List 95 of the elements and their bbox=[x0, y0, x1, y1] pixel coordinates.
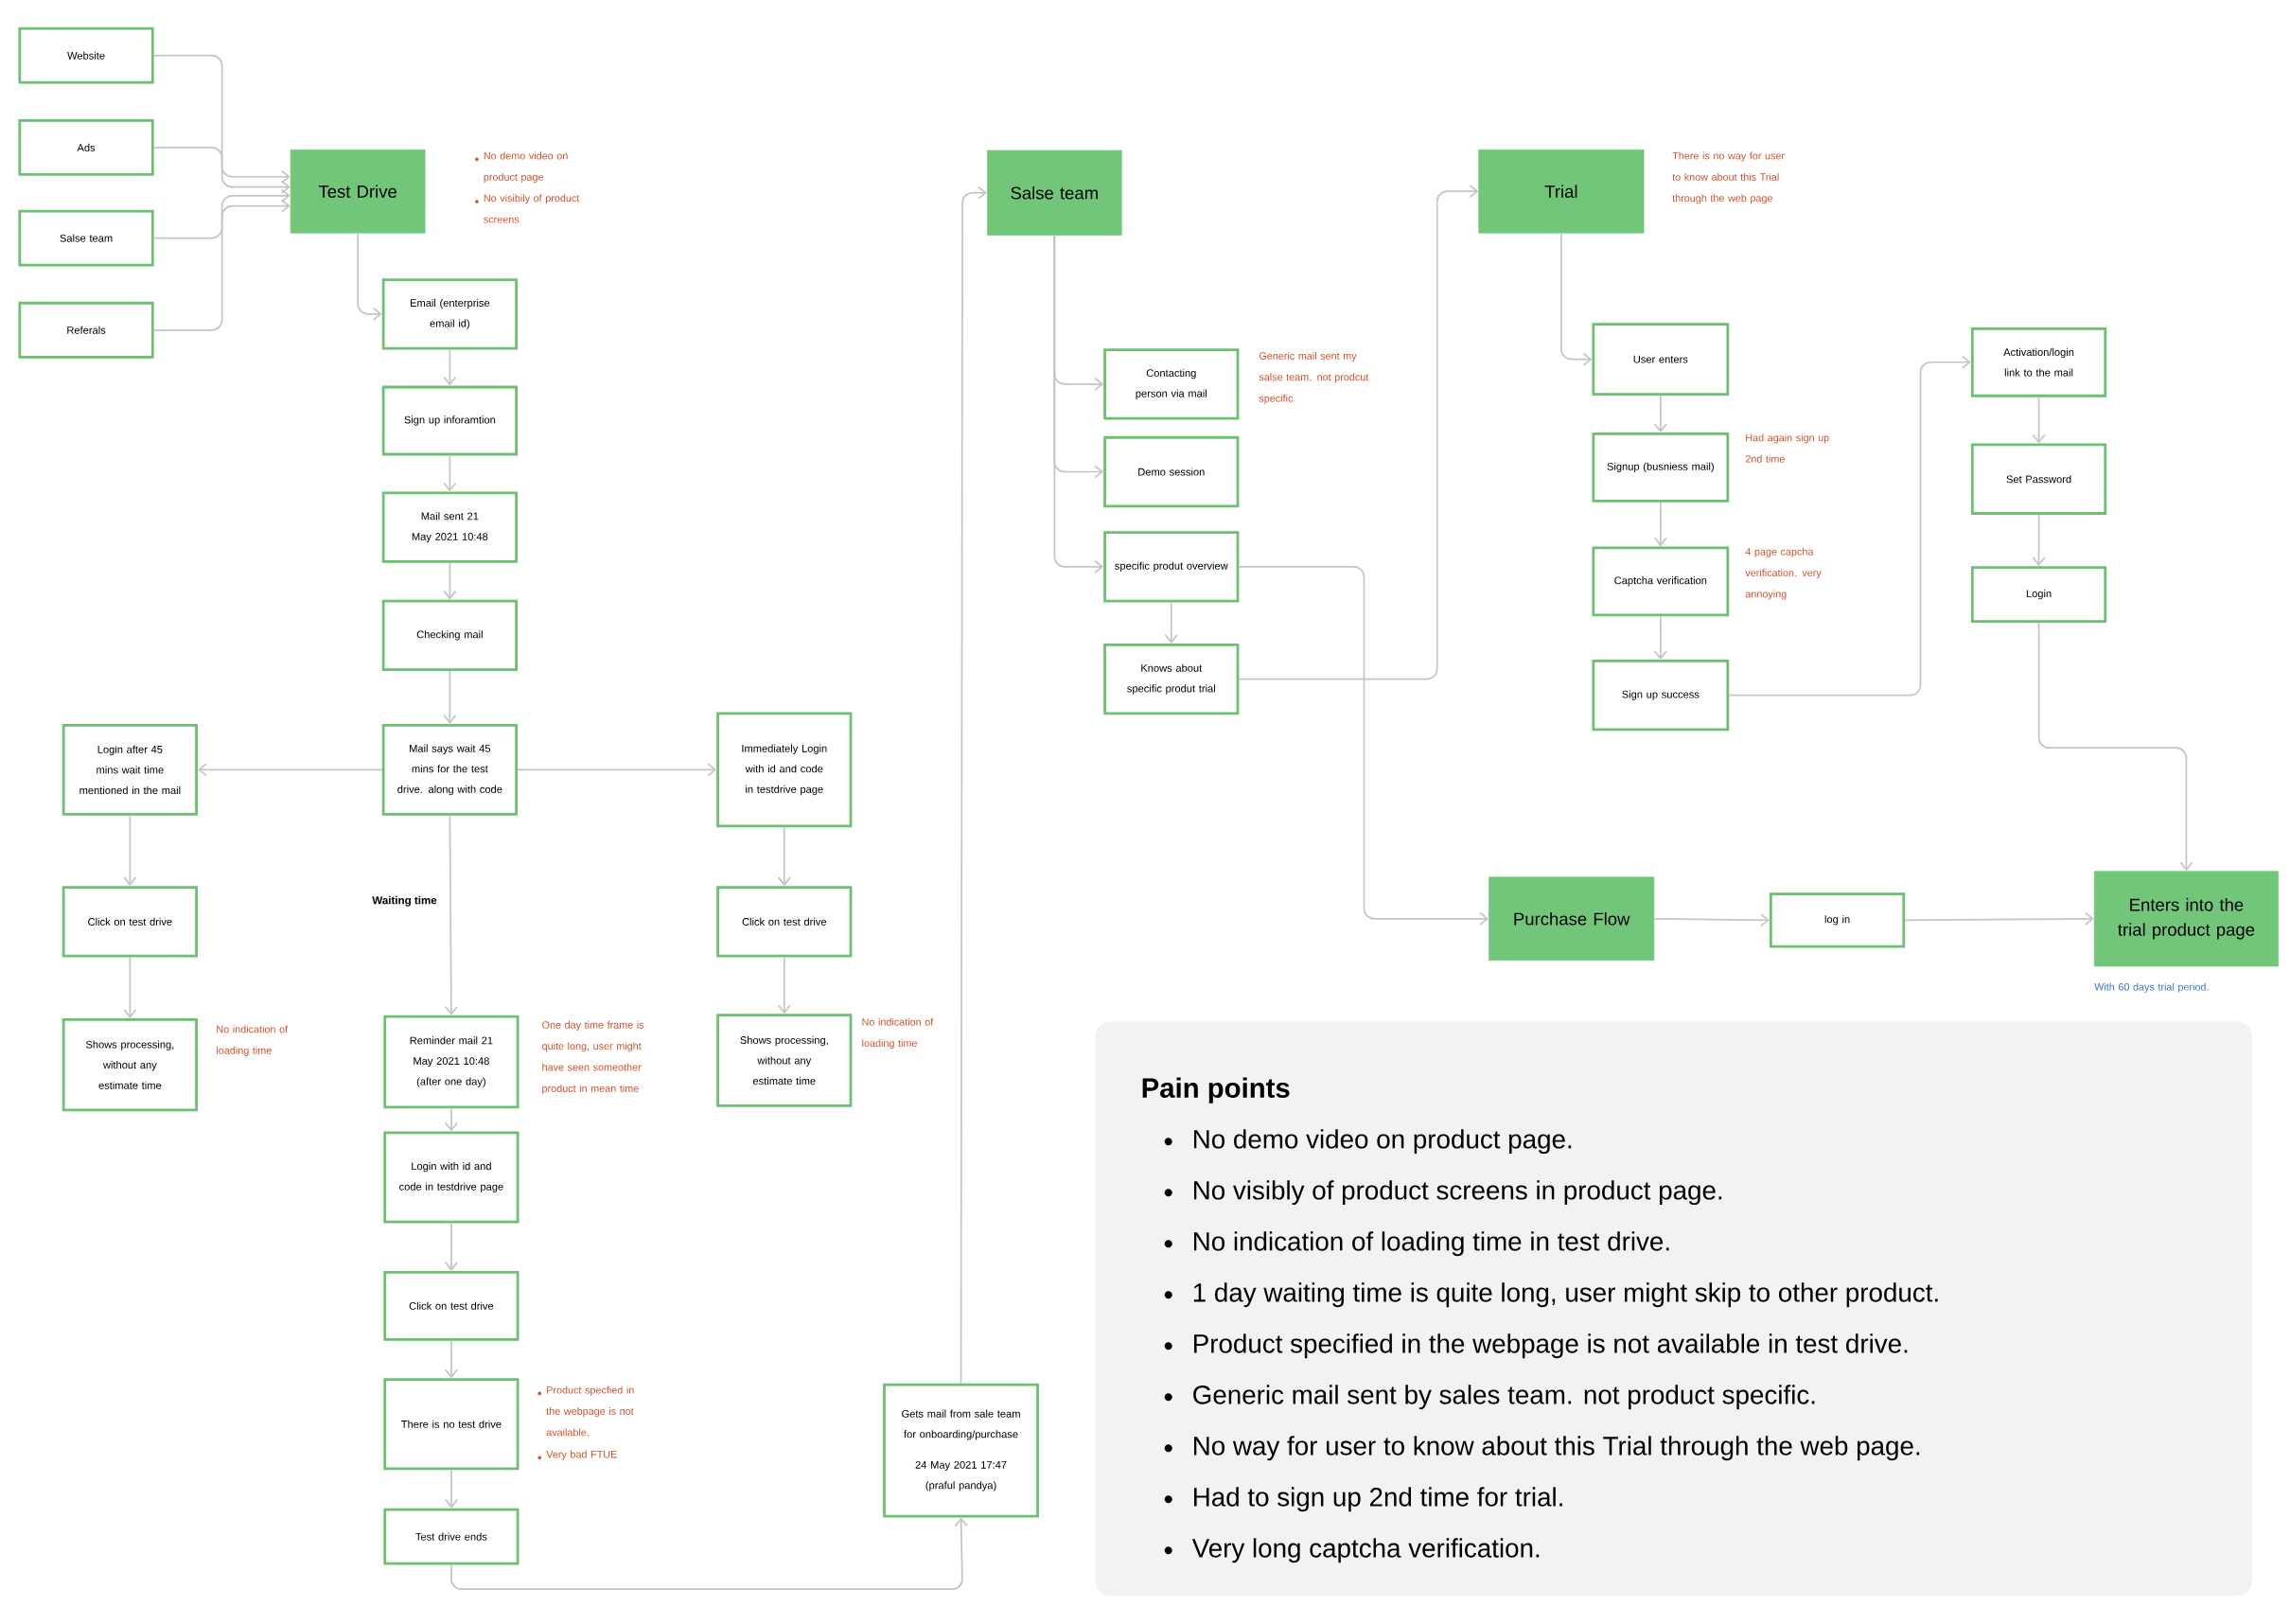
process-box: Mail sent 21 May 2021 10:48 bbox=[381, 491, 518, 563]
process-box: Knows about specific produt trial bbox=[1103, 643, 1240, 715]
process-box: Click on test drive bbox=[62, 886, 198, 958]
arrow bbox=[1904, 911, 2094, 926]
process-box: Click on test drive bbox=[716, 886, 853, 958]
arrow bbox=[777, 826, 791, 887]
bullet-item: 1 day waiting time is quite long, user might skip to other product. bbox=[1164, 1282, 1938, 1308]
annotation-note: Product specfied in the webpage is not available. bbox=[537, 1386, 634, 1437]
arrow bbox=[1238, 565, 1489, 926]
process-box: Referals bbox=[18, 301, 154, 359]
annotation-note: Generic mail sent my salse team. not prodcut specific. bbox=[1259, 351, 1369, 404]
process-box: Ads bbox=[18, 118, 154, 176]
arrow bbox=[517, 763, 717, 777]
process-box: Sign up success bbox=[1592, 659, 1730, 732]
process-box: Set Password bbox=[1970, 443, 2107, 515]
process-box: Gets mail from sale team for onboarding/purchase 24 May 2021 17:47 (praful pandya) bbox=[883, 1383, 1039, 1518]
bullet-item: Very long captcha verification. bbox=[1164, 1538, 1540, 1563]
arrow bbox=[2032, 396, 2046, 444]
process-box: Login after 45 mins wait time mentioned in the mail bbox=[62, 723, 198, 816]
arrow bbox=[1653, 395, 1667, 432]
annotation-note: Had again sign up 2nd time bbox=[1745, 433, 1829, 463]
process-box: Immediately Login with id and code in testdrive page bbox=[716, 712, 853, 828]
arrow bbox=[444, 1469, 458, 1509]
process-box: Website bbox=[18, 26, 154, 84]
process-box: Contacting person via mail bbox=[1103, 348, 1240, 420]
process-box: Signup (busniess mail) bbox=[1592, 432, 1730, 503]
annotation-note: There is no way for user to know about this Trial through the web page bbox=[1672, 151, 1785, 204]
bullet-item: No demo video on product page. bbox=[1164, 1129, 1572, 1154]
process-box: Click on test drive bbox=[383, 1270, 520, 1341]
arrow bbox=[443, 348, 457, 386]
panel-heading: Pain points bbox=[1142, 1077, 1290, 1103]
arrow bbox=[123, 814, 137, 887]
process-box: There is no test drive bbox=[383, 1378, 520, 1471]
step-box: Salse team bbox=[987, 150, 1122, 236]
arrow bbox=[1653, 913, 1770, 927]
process-box: Demo session bbox=[1103, 435, 1240, 508]
annotation-note: 4 page capcha verification. very annoying bbox=[1745, 547, 1822, 600]
bullet-item: Had to sign up 2nd time for trial. bbox=[1164, 1487, 1562, 1512]
arrow bbox=[1653, 615, 1667, 660]
arrow bbox=[960, 185, 988, 1385]
arrow bbox=[1164, 601, 1178, 644]
step-box: Test Drive bbox=[290, 149, 426, 234]
arrow bbox=[443, 561, 457, 600]
annotation-note: Very bad FTUE bbox=[537, 1450, 617, 1460]
bullet-item: Product specified in the webpage is not available in test drive. bbox=[1164, 1333, 1908, 1359]
annotation-note: No demo video on product page bbox=[475, 151, 568, 183]
arrow bbox=[152, 54, 291, 184]
annotation-note: No visibily of product screens bbox=[475, 194, 580, 223]
process-box: Email (enterprise email id) bbox=[381, 278, 518, 350]
process-box: Reminder mail 21 May 2021 10:48 (after one day) bbox=[383, 1015, 520, 1109]
arrow bbox=[197, 763, 383, 777]
process-box: Login with id and code in testdrive page bbox=[383, 1131, 520, 1224]
process-box: Activation/login link to the mail bbox=[1970, 327, 2107, 397]
arrow bbox=[152, 188, 291, 239]
step-box: Trial bbox=[1478, 149, 1645, 234]
process-box: Checking mail bbox=[381, 599, 518, 671]
process-box: Shows processing, without any estimate time bbox=[62, 1017, 198, 1112]
arrow bbox=[152, 146, 291, 194]
arrow bbox=[444, 1339, 458, 1379]
arrow bbox=[1053, 234, 1104, 574]
arrow bbox=[1653, 501, 1667, 547]
arrow bbox=[443, 670, 457, 724]
process-box: Captcha verification bbox=[1592, 546, 1730, 617]
arrow bbox=[444, 1222, 458, 1271]
annotation-note: With 60 days trial period. bbox=[2094, 982, 2209, 993]
arrow bbox=[1238, 185, 1479, 680]
process-box: Test drive ends bbox=[383, 1508, 520, 1565]
arrow bbox=[444, 1107, 458, 1132]
arrow bbox=[1728, 355, 1971, 697]
process-box: log in bbox=[1769, 892, 1906, 948]
bullet-item: No indication of loading time in test drive. bbox=[1164, 1231, 1669, 1256]
arrow bbox=[777, 956, 791, 1015]
arrow bbox=[152, 199, 291, 331]
process-box: Shows processing, without any estimate time bbox=[716, 1014, 853, 1107]
process-box: Login bbox=[1970, 566, 2107, 623]
arrow bbox=[357, 232, 382, 321]
arrow bbox=[123, 956, 137, 1018]
bullet-item: No visibly of product screens in product page. bbox=[1164, 1180, 1722, 1205]
bullet-item: No way for user to know about this Trial through the web page. bbox=[1164, 1436, 1920, 1461]
process-box: Mail says wait 45 mins for the test drive. along with code bbox=[381, 723, 518, 816]
arrow bbox=[443, 454, 457, 492]
arrow bbox=[1560, 232, 1593, 366]
process-box: Sign up inforamtion bbox=[381, 385, 518, 456]
step-box: Enters into the trial product page bbox=[2093, 871, 2279, 967]
arrow bbox=[2037, 622, 2193, 872]
annotation-note: No indication of loading time bbox=[862, 1017, 934, 1050]
process-box: specific produt overview bbox=[1103, 531, 1240, 603]
process-box: User enters bbox=[1592, 323, 1730, 396]
bullet-item: Generic mail sent by sales team. not product specific. bbox=[1164, 1385, 1815, 1410]
arrow bbox=[444, 814, 458, 1015]
process-box: Salse team bbox=[18, 209, 154, 267]
annotation-note: One day time frame is quite long, user might have seen someother product in mean time bbox=[542, 1020, 644, 1094]
step-box: Purchase Flow bbox=[1488, 876, 1655, 961]
annotation-note: No indication of loading time bbox=[217, 1025, 289, 1056]
arrow bbox=[2032, 513, 2046, 567]
